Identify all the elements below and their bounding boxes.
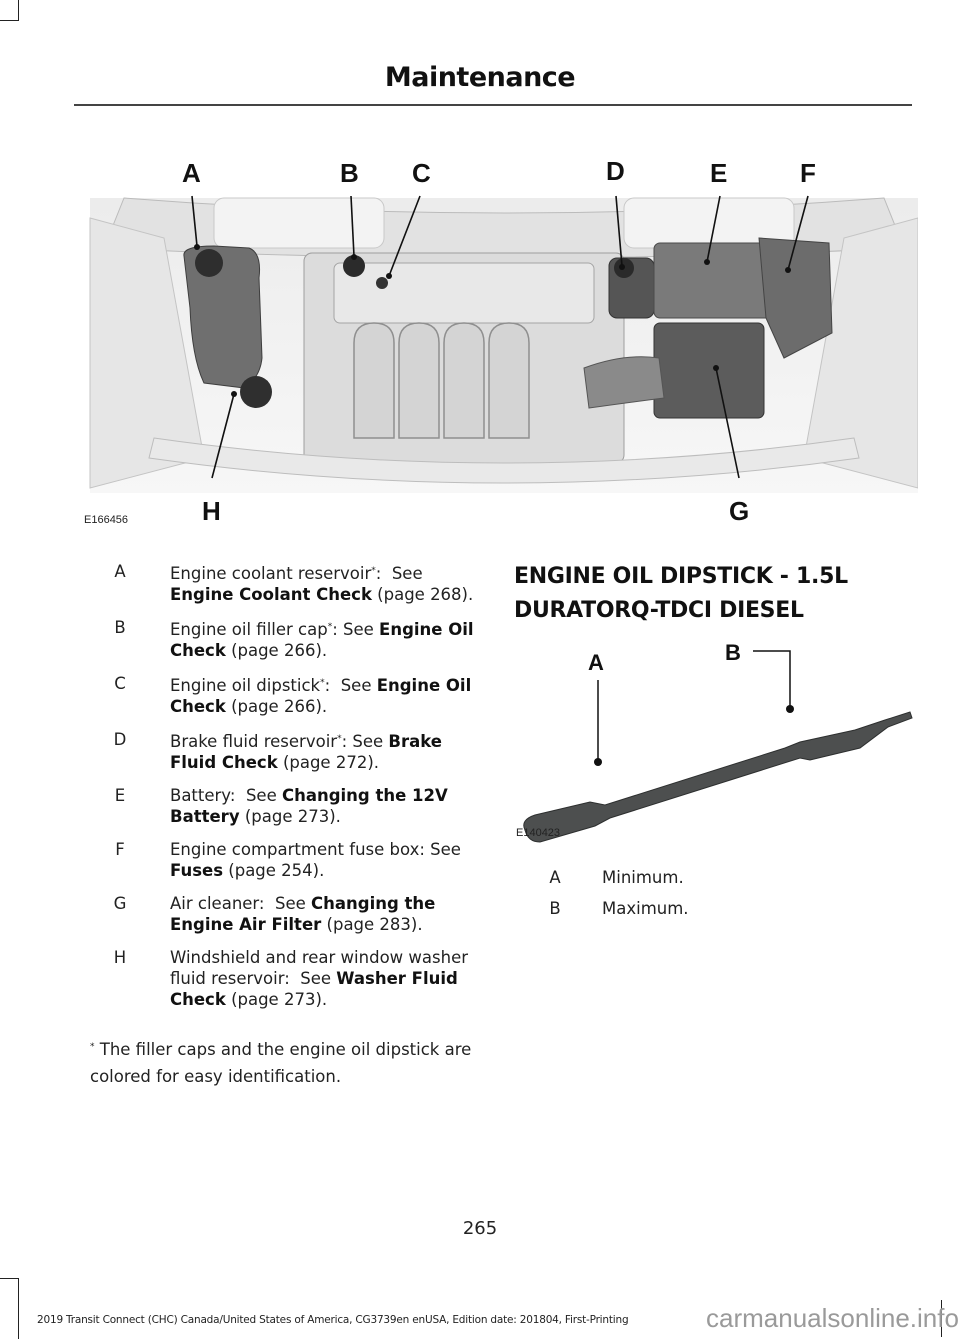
- watermark: carmanualsonline.info: [706, 1303, 959, 1333]
- dipstick-callout-lines: [597, 650, 791, 762]
- page-title: Maintenance: [384, 62, 576, 93]
- coolant-reservoir: [183, 245, 263, 389]
- engine-compartment-figure: A B C D E F G H: [84, 156, 919, 538]
- minimum-mark-dot: [594, 758, 602, 766]
- dipstick-figure-code: E140423: [516, 827, 561, 839]
- valve-cover: [333, 262, 595, 324]
- battery: [653, 242, 775, 319]
- dipstick-callout-a: A: [588, 650, 604, 675]
- intake-manifold: [353, 322, 530, 439]
- xref-washer-fluid-check[interactable]: Washer Fluid Check: [170, 969, 458, 1009]
- dipstick-callout-b: B: [725, 640, 741, 665]
- callout-dots: [194, 244, 791, 397]
- dipstick-illustration: A B: [523, 640, 913, 843]
- engine-illustration: A B C D E F G H: [89, 156, 919, 526]
- dipstick-rod: [523, 711, 913, 843]
- oil-filler-cap: [343, 255, 365, 277]
- callout-label-e: E: [710, 158, 727, 188]
- engine-figure-code: E166456: [84, 514, 129, 526]
- xref-engine-coolant-check[interactable]: Engine Coolant Check: [170, 585, 372, 604]
- coolant-cap: [195, 249, 223, 277]
- washer-cap: [240, 376, 272, 408]
- maximum-mark-dot: [786, 705, 794, 713]
- callout-label-h: H: [202, 496, 221, 526]
- callout-lines: [191, 195, 809, 479]
- xref-changing-12v-battery[interactable]: Changing the 12V Battery: [170, 786, 448, 826]
- dipstick-handle: [376, 277, 388, 289]
- legend-item-f: F Engine compartment fuse box: See Fuses…: [115, 840, 461, 880]
- xref-brake-fluid-check[interactable]: Brake Fluid Check: [170, 732, 442, 772]
- callout-label-f: F: [800, 158, 816, 188]
- xref-changing-engine-air-filter[interactable]: Changing the Engine Air Filter: [170, 894, 436, 934]
- crop-mark-top-left: [0, 0, 19, 21]
- engine-legend: A Engine coolant reservoir*: See Engine …: [105, 561, 475, 1022]
- page-number: 265: [462, 1218, 498, 1239]
- callout-label-b: B: [340, 158, 359, 188]
- callout-label-a: A: [182, 158, 201, 188]
- xref-engine-oil-check[interactable]: Engine Oil Check: [170, 676, 472, 716]
- fuse-box: [758, 237, 833, 359]
- crop-mark-bottom-left: [0, 1278, 19, 1339]
- air-cleaner: [653, 322, 765, 419]
- footer-edition-text: 2019 Transit Connect (CHC) Canada/United…: [37, 1314, 629, 1326]
- legend-item-h: H Windshield and rear window washer flui…: [113, 948, 468, 1009]
- crop-mark-bottom-right: [941, 1300, 942, 1337]
- front-crossmember: [148, 437, 860, 484]
- callout-label-g: G: [729, 496, 749, 526]
- callout-label-d: D: [606, 158, 625, 186]
- legend-item-e: E Battery: See Changing the 12V Battery …: [114, 786, 448, 826]
- legend-item-c: C Engine oil dipstick*: See Engine Oil C…: [114, 674, 472, 716]
- legend-item-a: A Engine coolant reservoir*: See Engine …: [114, 562, 474, 604]
- footnote: * The filler caps and the engine oil dip…: [90, 1040, 472, 1086]
- xref-engine-oil-check[interactable]: Engine Oil Check: [170, 620, 474, 660]
- callout-label-c: C: [412, 158, 431, 188]
- legend-item-g: G Air cleaner: See Changing the Engine A…: [113, 894, 436, 934]
- intake-hose: [583, 356, 665, 409]
- windshield-left: [213, 197, 385, 249]
- legend-item-b: B Engine oil filler cap*: See Engine Oil…: [114, 618, 474, 660]
- legend-item-d: D Brake fluid reservoir*: See Brake Flui…: [113, 730, 442, 772]
- dipstick-figure: A B: [510, 630, 915, 850]
- xref-fuses[interactable]: Fuses: [170, 861, 224, 880]
- section-heading-dipstick: ENGINE OIL DIPSTICK - 1.5L DURATORQ-TDCI…: [514, 564, 848, 623]
- header-divider: [74, 104, 912, 106]
